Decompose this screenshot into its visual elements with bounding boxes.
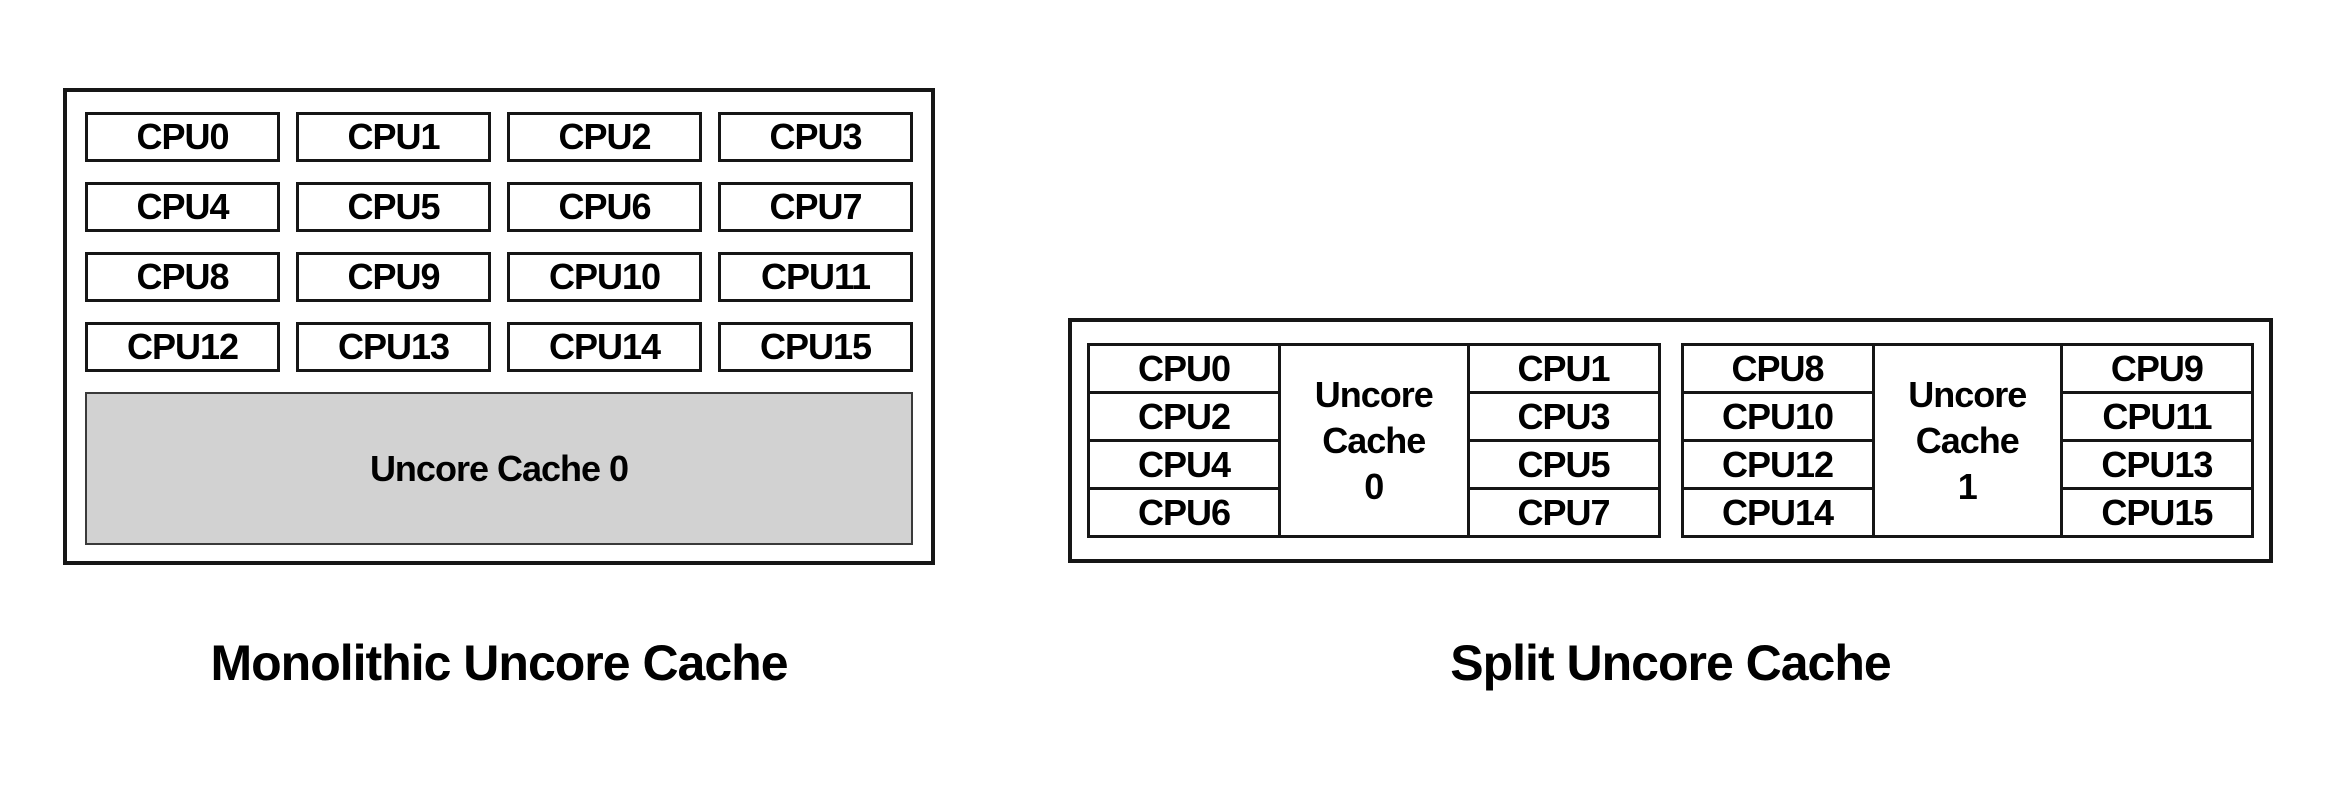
uncore-cache-label-line: 1 [1957, 465, 1978, 507]
cpu-box: CPU6 [507, 182, 702, 232]
cpu-box: CPU3 [718, 112, 913, 162]
cpu-cell: CPU7 [1466, 487, 1661, 538]
cpu-box: CPU11 [718, 252, 913, 302]
cpu-box: CPU5 [296, 182, 491, 232]
uncore-cache-label-line: Cache [1915, 419, 2020, 461]
cpu-cell: CPU6 [1087, 487, 1281, 538]
cpu-box: CPU8 [85, 252, 280, 302]
cpu-cell: CPU4 [1087, 439, 1281, 490]
cpu-cell: CPU5 [1466, 439, 1661, 490]
cpu-cell: CPU9 [2059, 343, 2255, 394]
cpu-box: CPU7 [718, 182, 913, 232]
cpu-cell: CPU8 [1680, 343, 1875, 394]
split-diagram: CPU0 Uncore Cache 0 CPU1 CPU2 CPU3 CPU4 … [1068, 318, 2273, 563]
cpu-cell: CPU12 [1680, 439, 1875, 490]
uncore-cache-0-box: Uncore Cache 0 [85, 392, 913, 545]
monolithic-diagram: CPU0 CPU1 CPU2 CPU3 CPU4 CPU5 CPU6 CPU7 … [63, 88, 935, 565]
uncore-cache-0-cell: Uncore Cache 0 [1277, 343, 1470, 538]
cpu-box: CPU2 [507, 112, 702, 162]
uncore-cache-label: Uncore Cache 0 [369, 447, 629, 489]
cpu-box: CPU1 [296, 112, 491, 162]
cpu-box: CPU10 [507, 252, 702, 302]
cpu-cell: CPU13 [2059, 439, 2255, 490]
uncore-cache-label-line: Uncore [1908, 373, 2027, 415]
cpu-box: CPU15 [718, 322, 913, 372]
uncore-cache-label-line: Uncore [1314, 373, 1434, 415]
cpu-box: CPU9 [296, 252, 491, 302]
split-group-0: CPU0 Uncore Cache 0 CPU1 CPU2 CPU3 CPU4 … [1087, 343, 1661, 538]
cpu-box: CPU0 [85, 112, 280, 162]
cpu-box: CPU14 [507, 322, 702, 372]
cpu-cell: CPU14 [1680, 487, 1875, 538]
cpu-box: CPU4 [85, 182, 280, 232]
cpu-cell: CPU15 [2059, 487, 2255, 538]
cpu-box: CPU12 [85, 322, 280, 372]
uncore-cache-label-line: Cache [1322, 419, 1426, 461]
monolithic-caption: Monolithic Uncore Cache [210, 635, 788, 691]
uncore-cache-label-line: 0 [1364, 465, 1384, 507]
cpu-box: CPU13 [296, 322, 491, 372]
cpu-cell: CPU3 [1466, 391, 1661, 442]
split-caption: Split Uncore Cache [1450, 635, 1891, 691]
cpu-cell: CPU11 [2059, 391, 2255, 442]
cpu-cell: CPU10 [1680, 391, 1875, 442]
cpu-cell: CPU1 [1466, 343, 1661, 394]
cpu-grid: CPU0 CPU1 CPU2 CPU3 CPU4 CPU5 CPU6 CPU7 … [85, 112, 913, 372]
split-group-1: CPU8 Uncore Cache 1 CPU9 CPU10 CPU11 CPU… [1680, 343, 2255, 538]
cpu-cell: CPU0 [1087, 343, 1281, 394]
uncore-cache-1-cell: Uncore Cache 1 [1871, 343, 2063, 538]
cpu-cell: CPU2 [1087, 391, 1281, 442]
